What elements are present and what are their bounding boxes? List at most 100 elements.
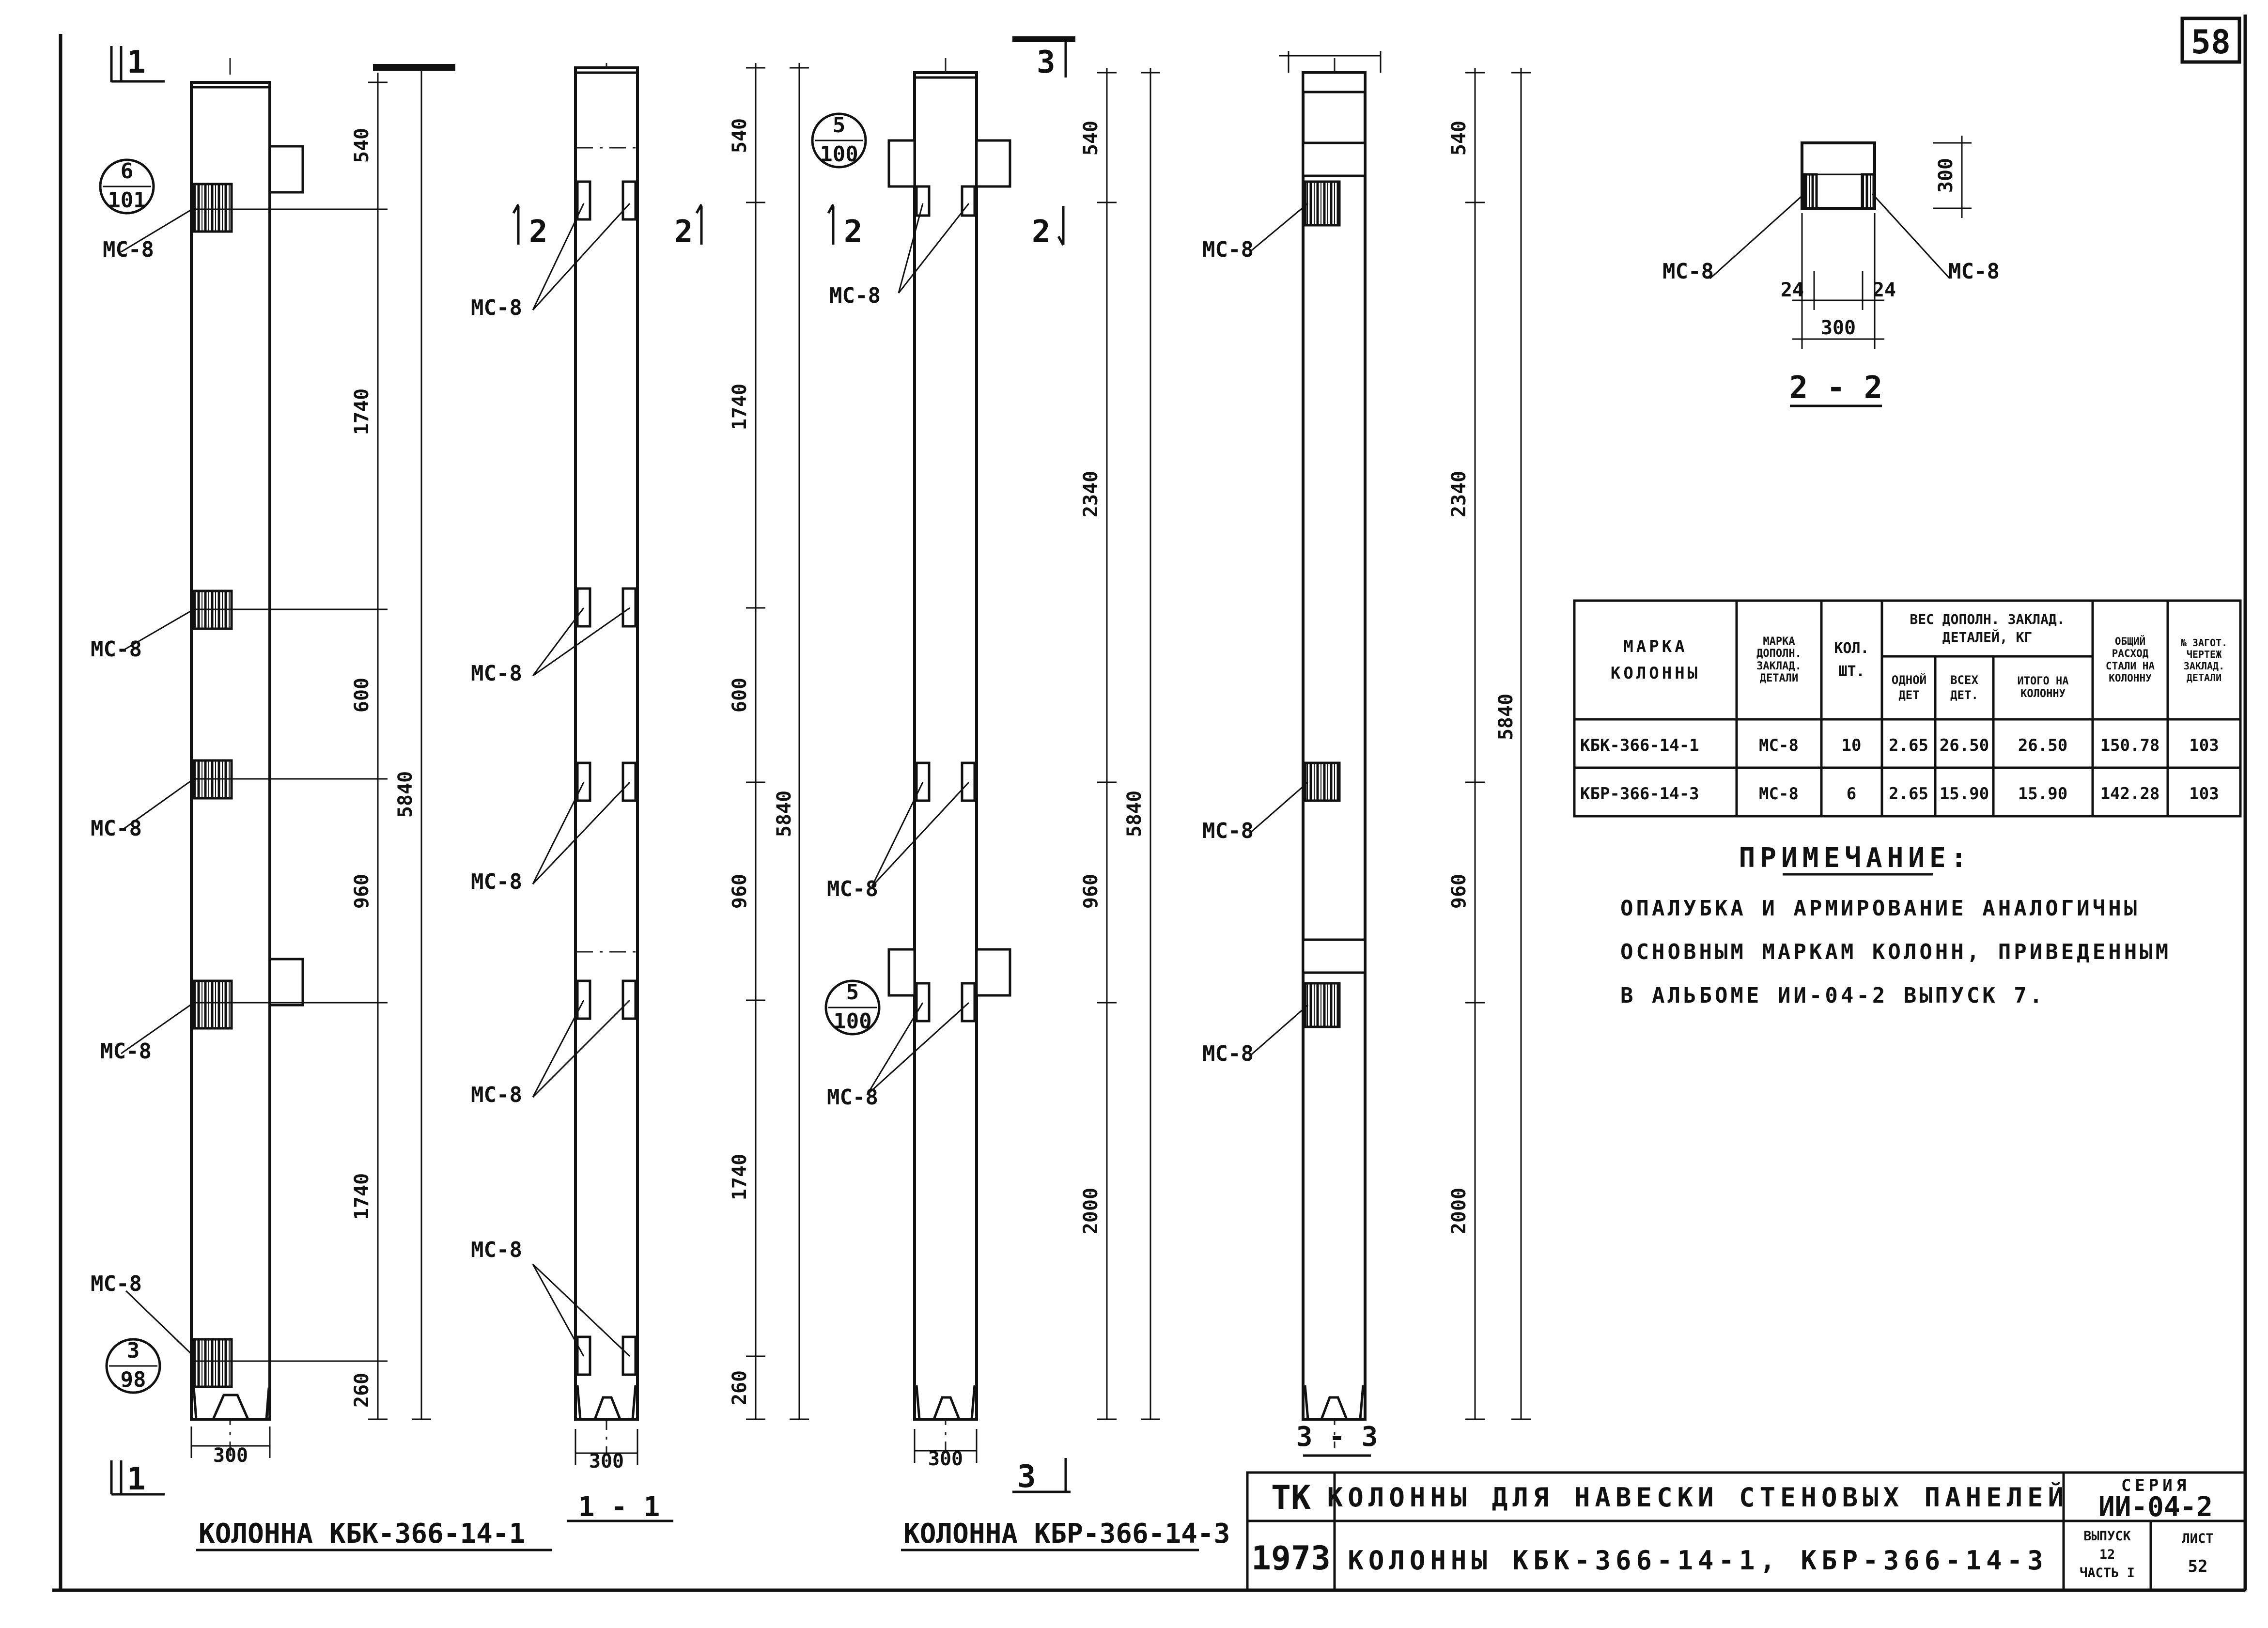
embed-label: МС-8 <box>471 869 522 894</box>
dim-2000: 2000 <box>1080 1188 1102 1234</box>
dim-1740: 1740 <box>351 388 373 435</box>
note-line: ОСНОВНЫМ МАРКАМ КОЛОНН, ПРИВЕДЕННЫМ <box>1620 940 2171 964</box>
column-kbr-elevation <box>811 36 1160 1493</box>
dim-2340: 2340 <box>1448 471 1470 517</box>
th-detail-mark: МАРКА ДОПОЛН. ЗАКЛАД. ДЕТАЛИ <box>1756 636 1802 684</box>
caption-column1: КОЛОННА КБК-366-14-1 <box>199 1518 525 1550</box>
embed-label: МС-8 <box>1662 259 1714 284</box>
dim-260: 260 <box>351 1373 373 1408</box>
table-row-mark: КБК-366-14-1 <box>1580 736 1699 755</box>
embed-label: МС-8 <box>471 661 522 686</box>
dim-width: 300 <box>589 1450 624 1473</box>
section-title-1-1: 1 - 1 <box>578 1491 660 1523</box>
embed-label: МС-8 <box>827 877 878 901</box>
th-all: ВСЕХ ДЕТ. <box>1950 673 1978 702</box>
embed-label: МС-8 <box>471 1238 522 1262</box>
section-title-3-3: 3 - 3 <box>1296 1421 1378 1453</box>
table-row-detail: МС-8 <box>1759 784 1799 804</box>
embed-label: МС-8 <box>1948 259 2000 284</box>
details-table <box>1573 599 2242 818</box>
dim-5840: 5840 <box>773 791 795 837</box>
dim-2000: 2000 <box>1448 1188 1470 1234</box>
dim-960: 960 <box>1448 874 1470 909</box>
dim-540: 540 <box>1448 121 1470 155</box>
embed-label: МС-8 <box>471 295 522 320</box>
bubble1-bottom: 101 <box>108 188 146 213</box>
dim-5840: 5840 <box>394 771 417 818</box>
title-bottom: КОЛОННЫ КБК-366-14-1, КБР-366-14-3 <box>1348 1545 2048 1576</box>
table-row-steel: 150.78 <box>2100 736 2160 755</box>
section-mark: 2 <box>674 214 693 250</box>
section-mark: 1 <box>127 45 146 80</box>
column-kbk-elevation <box>99 46 455 1496</box>
bubble4-top: 5 <box>846 980 859 1005</box>
title-top: КОЛОННЫ ДЛЯ НАВЕСКИ СТЕНОВЫХ ПАНЕЛЕЙ <box>1327 1482 2068 1513</box>
dim-300: 300 <box>1821 317 1856 339</box>
th-qty: КОЛ. ШТ. <box>1834 640 1869 680</box>
note-line: ОПАЛУБКА И АРМИРОВАНИЕ АНАЛОГИЧНЫ <box>1620 896 2140 921</box>
table-row-qty: 6 <box>1847 784 1856 804</box>
dim-600: 600 <box>729 678 751 713</box>
section-mark: 3 <box>1017 1459 1036 1495</box>
embed-label: МС-8 <box>1202 237 1254 262</box>
embed-label: МС-8 <box>829 283 881 308</box>
embed-label: МС-8 <box>471 1083 522 1107</box>
dim-5840: 5840 <box>1123 791 1146 837</box>
section-1-1-labels: МС-8 МС-8 МС-8 МС-8 МС-8 2 2 540 1740 60… <box>471 118 795 1523</box>
section-3-3 <box>1249 51 1531 1457</box>
dim-5840: 5840 <box>1495 694 1517 740</box>
th-total: ИТОГО НА КОЛОННУ <box>2018 675 2069 700</box>
embed-label: МС-8 <box>1202 819 1254 843</box>
dim-1740: 1740 <box>729 384 751 430</box>
title-year: 1973 <box>1251 1539 1331 1578</box>
table-row-one: 2.65 <box>1889 784 1928 804</box>
dim-width: 300 <box>928 1448 963 1470</box>
column-kbr-labels: 5 100 5 100 МС-8 МС-8 МС-8 2 2 3 3 540 2… <box>820 45 1230 1551</box>
bubble3-bottom: 100 <box>820 142 858 167</box>
table-row-one: 2.65 <box>1889 736 1928 755</box>
dim-540: 540 <box>729 118 751 153</box>
embed-label: МС-8 <box>1202 1041 1254 1066</box>
part-label: ЧАСТЬ I <box>2080 1566 2135 1581</box>
embed-label: МС-8 <box>91 816 142 841</box>
column-kbk-labels: 6 101 3 98 МС-8 МС-8 МС-8 МС-8 МС-8 1 1 … <box>91 45 552 1551</box>
dim-width: 300 <box>213 1444 248 1467</box>
bubble1-top: 6 <box>121 159 134 184</box>
dim-24: 24 <box>1873 279 1896 301</box>
th-weight-group: ВЕС ДОПОЛН. ЗАКЛАД. ДЕТАЛЕЙ, КГ <box>1910 611 2065 645</box>
dim-960: 960 <box>1080 874 1102 909</box>
details-table-text: МАРКА КОЛОННЫ МАРКА ДОПОЛН. ЗАКЛАД. ДЕТА… <box>1580 611 2227 804</box>
section-mark: 1 <box>127 1461 146 1497</box>
table-row-all: 26.50 <box>1940 736 1989 755</box>
embed-label: МС-8 <box>91 1271 142 1296</box>
bubble4-bottom: 100 <box>833 1009 871 1034</box>
table-row-mark: КБР-366-14-3 <box>1580 784 1699 804</box>
bubble2-bottom: 98 <box>121 1367 146 1392</box>
corner-text: 58 <box>2191 23 2231 62</box>
dim-24: 24 <box>1781 279 1804 301</box>
issue-label: ВЫПУСК <box>2083 1529 2131 1544</box>
table-row-qty: 10 <box>1842 736 1862 755</box>
table-row-total: 15.90 <box>2018 784 2067 804</box>
section-2-2-labels: МС-8 МС-8 300 24 24 300 2 - 2 <box>1662 158 2000 406</box>
table-row-drawing: 103 <box>2189 784 2219 804</box>
section-mark: 2 <box>1032 214 1051 250</box>
embed-label: МС-8 <box>103 237 154 262</box>
dim-1740: 1740 <box>729 1154 751 1200</box>
note-block: ПРИМЕЧАНИЕ: ОПАЛУБКА И АРМИРОВАНИЕ АНАЛО… <box>1620 842 2171 1008</box>
title-org: ТК <box>1271 1479 1311 1517</box>
bubble2-top: 3 <box>127 1338 140 1363</box>
dim-540: 540 <box>1080 121 1102 155</box>
sheet-label: ЛИСТ <box>2182 1531 2213 1546</box>
table-row-detail: МС-8 <box>1759 736 1799 755</box>
section-2-2 <box>1709 136 1972 407</box>
table-row-all: 15.90 <box>1940 784 1989 804</box>
title-block-text: ТК 1973 КОЛОННЫ ДЛЯ НАВЕСКИ СТЕНОВЫХ ПАН… <box>1251 1476 2213 1581</box>
dim-1740: 1740 <box>351 1173 373 1220</box>
section-title-2-2: 2 - 2 <box>1789 370 1883 406</box>
section-mark: 2 <box>529 214 548 250</box>
th-steel: ОБЩИЙ РАСХОД СТАЛИ НА КОЛОННУ <box>2106 636 2155 684</box>
title-block <box>1246 1471 2247 1592</box>
series-label: СЕРИЯ <box>2121 1476 2190 1495</box>
